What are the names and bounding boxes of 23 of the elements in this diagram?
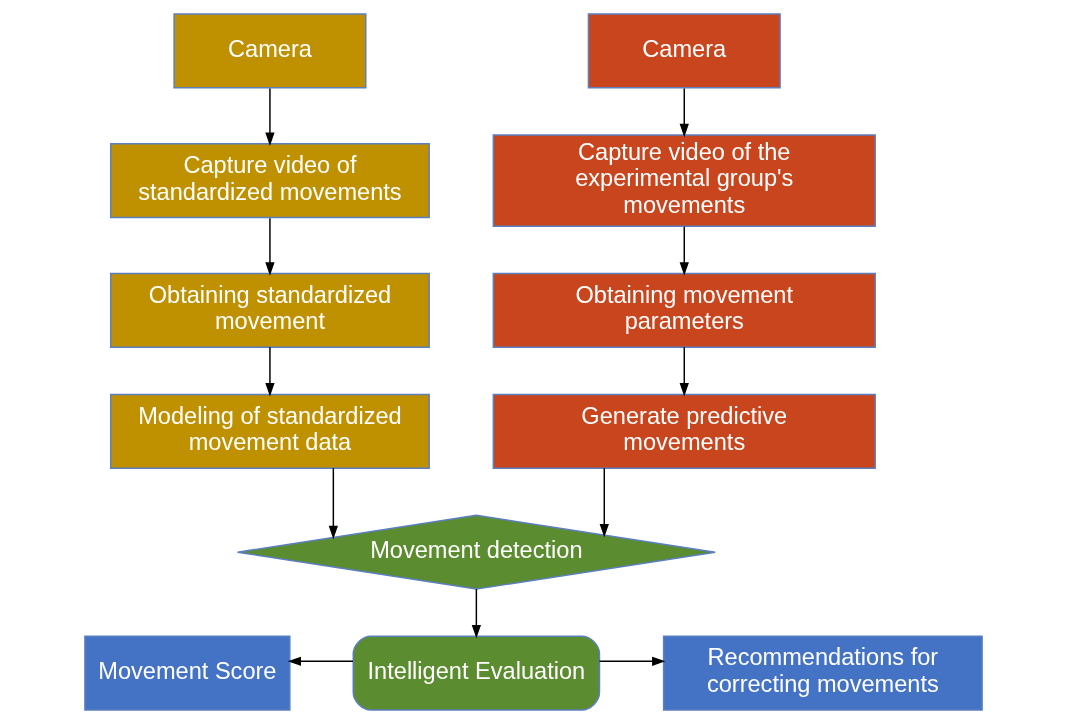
- node-box: Recommendations for correcting movements: [662, 635, 983, 711]
- arrow: [679, 346, 689, 397]
- node-box: Movement Score: [84, 635, 291, 711]
- arrow: [265, 346, 275, 397]
- arrow: [471, 588, 481, 639]
- node-box: Capture video of standardized movements: [109, 143, 430, 219]
- arrow: [599, 467, 609, 538]
- node-diamond: Movement detection: [236, 514, 716, 590]
- node-box: Generate predictive movements: [492, 393, 876, 469]
- node-box: Camera: [173, 13, 367, 89]
- arrow: [598, 656, 666, 666]
- node-box: Obtaining movement parameters: [492, 272, 876, 348]
- node-box: Obtaining standardized movement: [109, 272, 430, 348]
- arrow: [265, 87, 275, 146]
- node-box: Camera: [587, 13, 781, 89]
- arrow: [679, 226, 689, 276]
- node-box: Capture video of the experimental group's movements: [492, 134, 876, 228]
- arrow: [287, 656, 354, 666]
- node-box: Modeling of standardized movement data: [109, 393, 430, 469]
- arrow: [328, 467, 338, 540]
- arrow: [679, 87, 689, 138]
- arrow: [265, 217, 275, 276]
- node-box: Intelligent Evaluation: [352, 635, 601, 711]
